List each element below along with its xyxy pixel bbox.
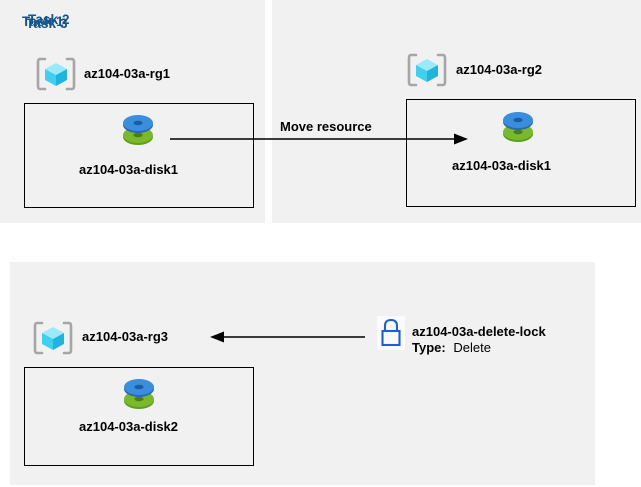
azure-resource-group-icon bbox=[407, 52, 447, 88]
resource-label-disk1-task1: az104-03a-disk1 bbox=[79, 162, 179, 177]
azure-resource-group-icon bbox=[33, 320, 73, 356]
azure-managed-disk-icon bbox=[499, 108, 537, 148]
panel-title-task-2: Task 2 bbox=[28, 12, 70, 27]
azure-managed-disk-icon bbox=[120, 375, 158, 415]
lock-type-value: Delete bbox=[453, 340, 491, 355]
resource-group-label-rg3: az104-03a-rg3 bbox=[82, 329, 168, 344]
lock-name-label: az104-03a-delete-lock bbox=[412, 324, 546, 339]
resource-label-disk2-task3: az104-03a-disk2 bbox=[79, 419, 179, 434]
resource-group-label-rg1: az104-03a-rg1 bbox=[84, 66, 170, 81]
padlock-icon bbox=[377, 316, 405, 350]
resource-box-task-2 bbox=[406, 99, 636, 207]
panel-task-3 bbox=[10, 262, 595, 485]
panel-task-1 bbox=[0, 0, 265, 223]
resource-box-task-1 bbox=[24, 103, 254, 208]
arrow-lock-to-resource-group bbox=[210, 331, 365, 343]
azure-resource-group-icon bbox=[36, 56, 76, 92]
arrow-move-resource bbox=[170, 133, 468, 145]
panel-task-2 bbox=[272, 0, 641, 223]
resource-group-label-rg2: az104-03a-rg2 bbox=[456, 62, 542, 77]
lock-type-key: Type: bbox=[412, 340, 446, 355]
lock-type-row: Type: Delete bbox=[412, 340, 491, 355]
panel-title-task-1: Task 1 bbox=[22, 14, 64, 29]
connector-label-move-resource: Move resource bbox=[280, 119, 372, 134]
resource-label-disk1-task2: az104-03a-disk1 bbox=[452, 158, 552, 173]
azure-managed-disk-icon bbox=[119, 111, 157, 151]
panel-title-task-3: Task 3 bbox=[26, 16, 68, 31]
resource-box-task-3 bbox=[24, 367, 254, 466]
